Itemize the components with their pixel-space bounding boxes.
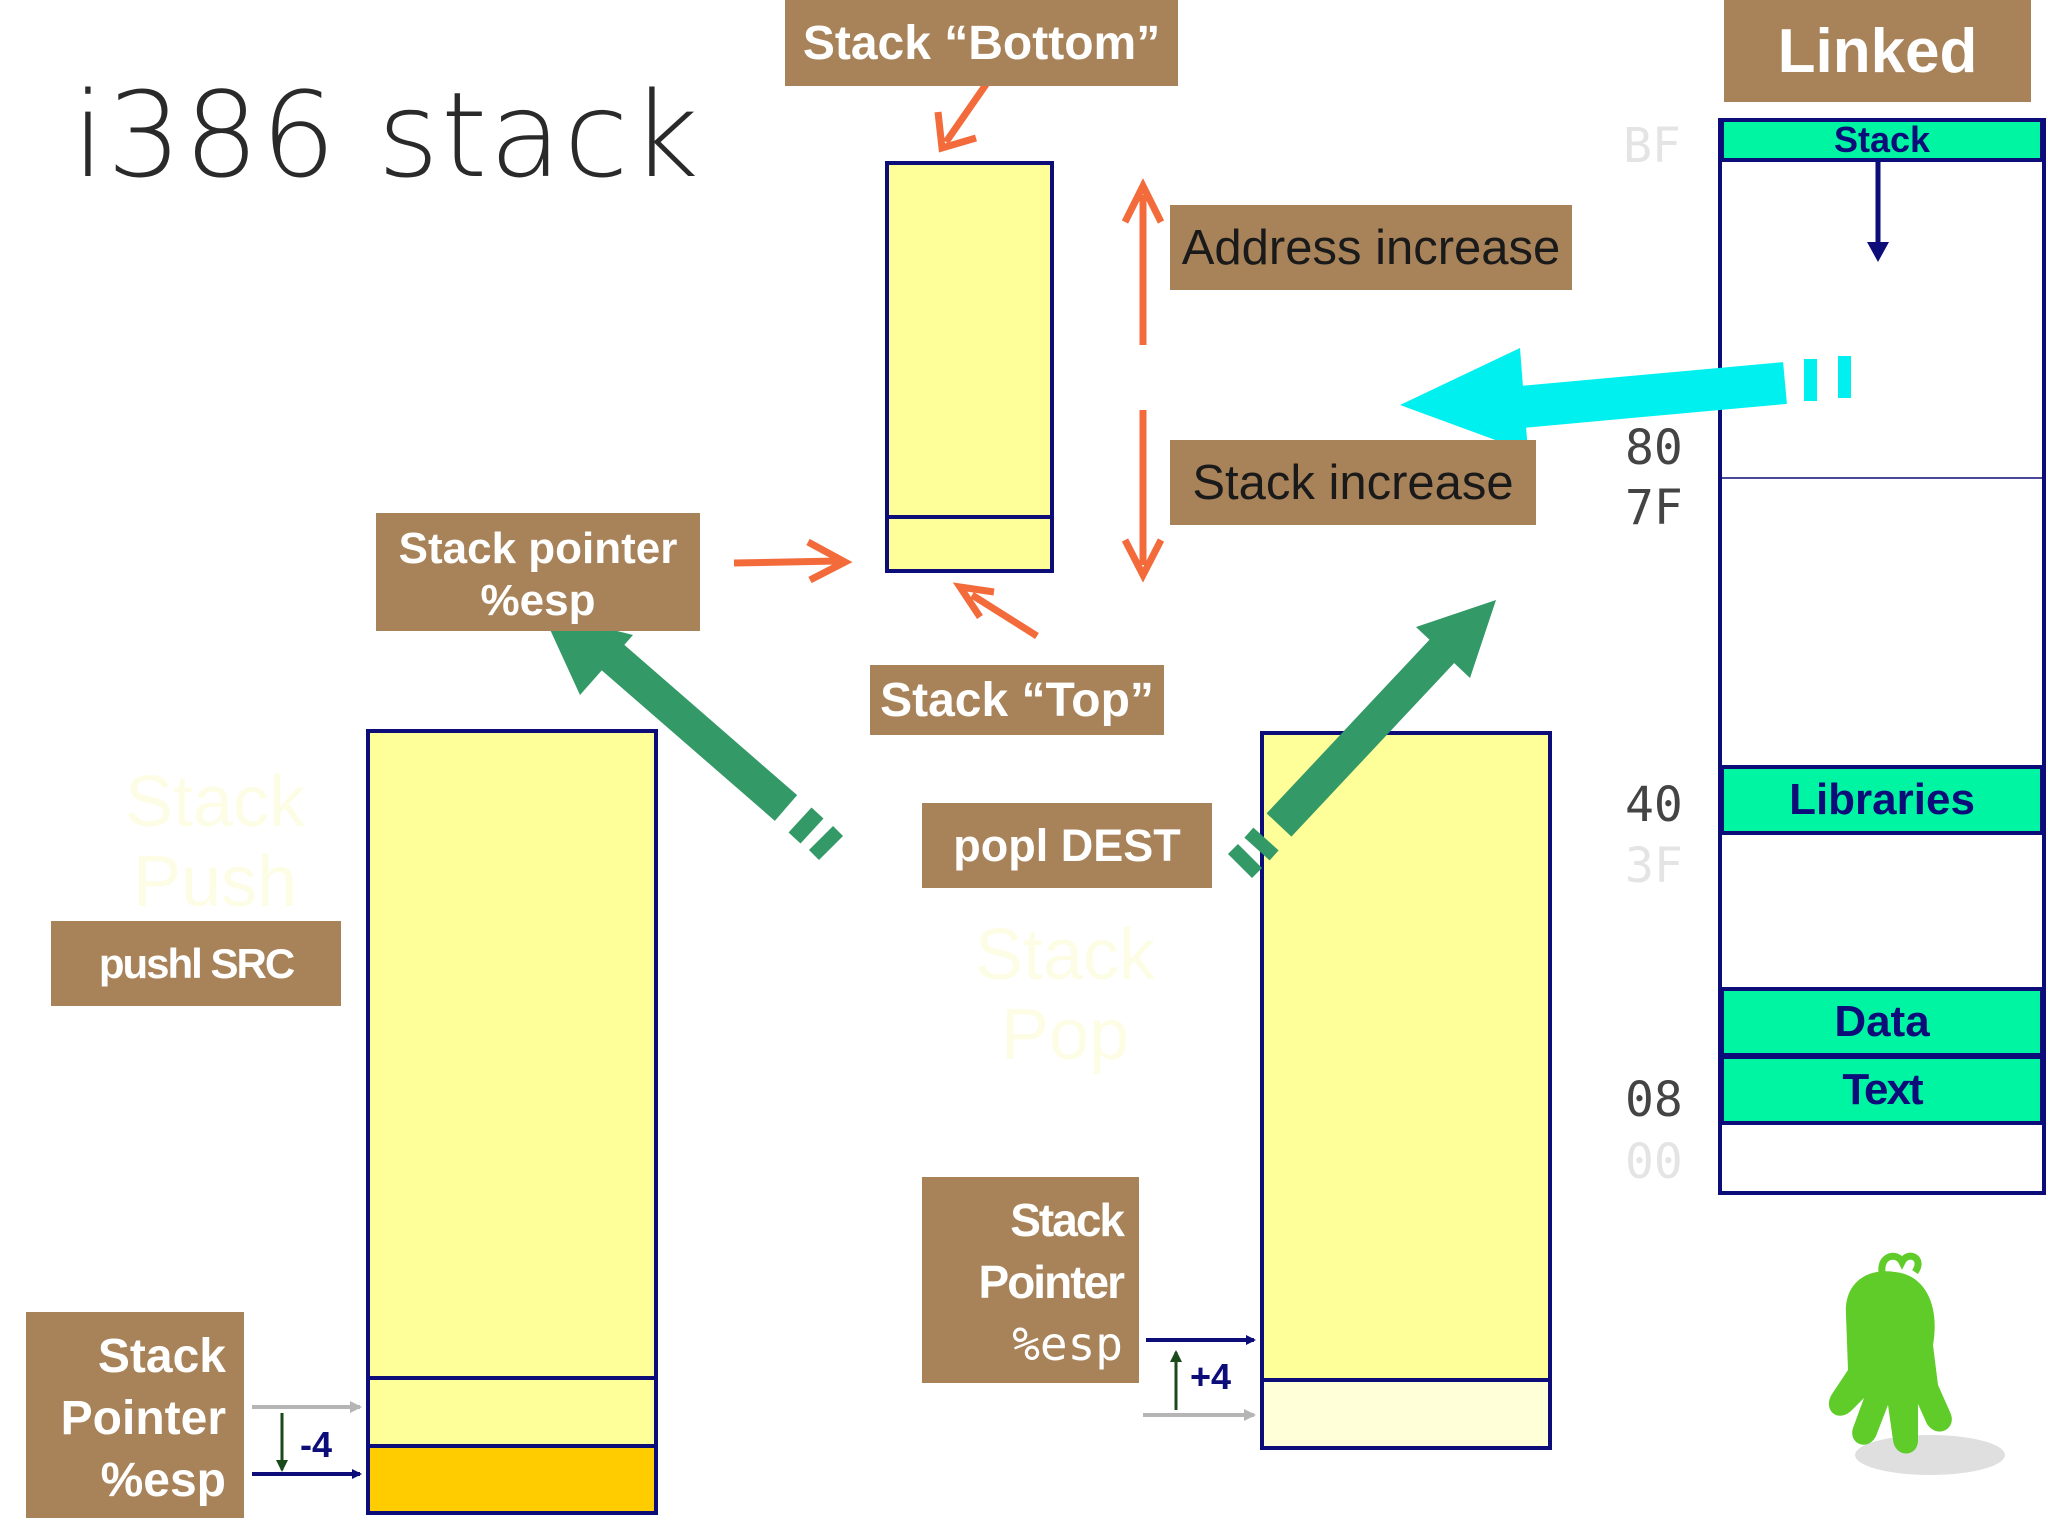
push-sp-line3: %esp	[100, 1454, 226, 1507]
segment-data: Data	[1720, 987, 2044, 1057]
pop-sp-line2: Pointer	[978, 1256, 1125, 1308]
push-sp-line2: Pointer	[60, 1392, 226, 1445]
pop-sp-line3: %esp	[1012, 1317, 1123, 1371]
address-40: 40	[1625, 777, 1683, 833]
stack-pointer-esp-line1: Stack pointer	[398, 524, 678, 573]
stack-pointer-esp-line2: %esp	[480, 576, 596, 625]
pop-stack-box	[1260, 731, 1552, 1450]
esp-pointer-arrow	[733, 557, 839, 567]
address-80: 80	[1625, 420, 1683, 476]
pop-stack-pointer-label: Stack Pointer %esp	[922, 1177, 1139, 1383]
address-08: 08	[1625, 1072, 1683, 1128]
push-stack-box	[366, 729, 658, 1515]
address-00: 00	[1625, 1134, 1683, 1190]
green-arrow-push	[542, 612, 844, 861]
memory-map-header: Linked	[1724, 0, 2031, 102]
stack-top-label: Stack “Top”	[870, 665, 1164, 735]
segment-libraries: Libraries	[1720, 765, 2044, 835]
popl-label: popl DEST	[922, 803, 1212, 888]
address-7f: 7F	[1625, 480, 1683, 536]
push-stack-pointer-label: Stack Pointer %esp	[26, 1312, 244, 1518]
stack-bottom-label: Stack “Bottom”	[785, 0, 1178, 86]
top-stack-box	[885, 161, 1054, 573]
stack-push-ghost-label: Stack Push	[90, 762, 340, 922]
push-pointer-arrows	[252, 1401, 362, 1479]
stack-pop-ghost-line2: Pop	[1000, 995, 1130, 1075]
stack-pop-ghost-line1: Stack	[974, 915, 1156, 995]
popped-slot	[1260, 1378, 1552, 1450]
push-sp-line1: Stack	[97, 1330, 226, 1383]
pushed-slot	[366, 1444, 658, 1515]
stack-pop-ghost-label: Stack Pop	[940, 915, 1190, 1075]
stack-increase-label: Stack increase	[1170, 440, 1536, 525]
address-3f: 3F	[1625, 838, 1683, 894]
page-title: i386 stack	[72, 66, 701, 204]
orange-arrows	[733, 68, 1165, 639]
segment-stack: Stack	[1720, 118, 2044, 162]
pop-sp-line1: Stack	[1010, 1194, 1125, 1246]
stack-pointer-esp-label: Stack pointer %esp	[376, 513, 700, 631]
green-arrow-pop	[1227, 600, 1496, 879]
address-bf: BF	[1623, 118, 1681, 174]
minus-four-label: -4	[300, 1424, 333, 1465]
top-pointer-arrow	[970, 592, 1039, 639]
address-increase-label: Address increase	[1170, 205, 1572, 290]
stack-push-ghost-line2: Push	[132, 842, 298, 922]
plus-four-label: +4	[1190, 1356, 1232, 1397]
segment-text: Text	[1720, 1055, 2044, 1125]
mascot-icon	[1828, 1252, 2005, 1475]
pop-pointer-arrows	[1143, 1335, 1256, 1421]
stack-grows-down-arrowhead	[1867, 242, 1889, 262]
pushl-label: pushl SRC	[51, 921, 341, 1006]
stack-push-ghost-line1: Stack	[124, 762, 306, 842]
cyan-arrow	[1400, 348, 1851, 452]
